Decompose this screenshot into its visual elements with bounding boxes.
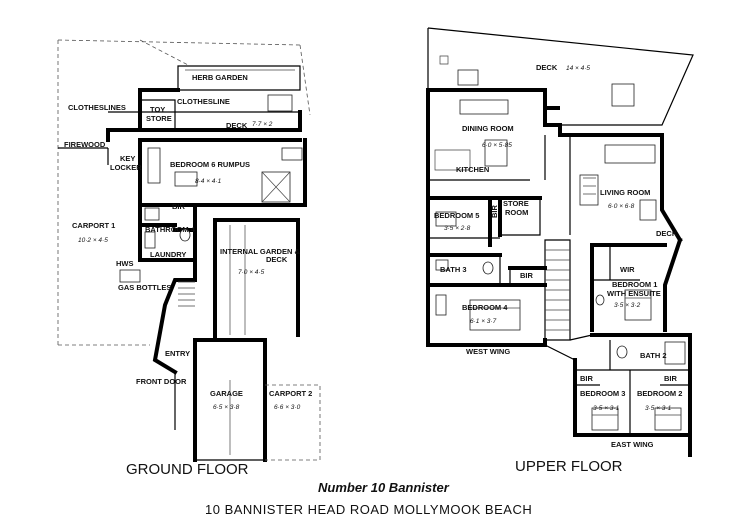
label-carport-1: CARPORT 1: [72, 221, 115, 230]
dim-deck: 7·7 × 2: [252, 121, 273, 128]
dim-bedroom-5: 3·5 × 2·8: [444, 225, 471, 232]
dim-living-room: 6·0 × 6·8: [608, 203, 635, 210]
label-bedroom-2: BEDROOM 2: [637, 389, 682, 398]
label-herb-garden: HERB GARDEN: [192, 73, 248, 82]
label-bir-mid: BIR: [520, 271, 534, 280]
dim-upper-deck: 14 × 4·5: [566, 65, 590, 72]
label-key: KEY: [120, 154, 135, 163]
label-front-door: FRONT DOOR: [136, 377, 187, 386]
label-bathroom-4: BATHROOM 4: [145, 225, 196, 234]
label-bedroom-4: BEDROOM 4: [462, 303, 508, 312]
ground-floor-plan: [57, 39, 321, 462]
label-kitchen: KITCHEN: [456, 165, 489, 174]
label-bath-3: BATH 3: [440, 265, 467, 274]
label-locker: LOCKER: [110, 163, 142, 172]
dim-carport-1: 10·2 × 4·5: [78, 237, 108, 244]
label-entry: ENTRY: [165, 349, 190, 358]
label-gas-bottles: GAS BOTTLES: [118, 283, 171, 292]
label-store: STORE: [146, 114, 172, 123]
label-with-ensuite: WITH ENSUITE: [607, 289, 661, 298]
label-bir: BIR: [172, 202, 186, 211]
label-bedroom-1: BEDROOM 1: [612, 280, 657, 289]
dim-internal-garden: 7·0 × 4·5: [238, 269, 265, 276]
label-bath-2: BATH 2: [640, 351, 667, 360]
label-dining-room: DINING ROOM: [462, 124, 514, 133]
label-bedroom-3: BEDROOM 3: [580, 389, 625, 398]
label-west-wing: WEST WING: [466, 347, 510, 356]
label-bir-vertical: BIR: [490, 205, 499, 219]
label-wir: WIR: [620, 265, 635, 274]
label-hws: HWS: [116, 259, 134, 268]
label-clotheslines: CLOTHESLINES: [68, 103, 126, 112]
label-bedroom-5: BEDROOM 5: [434, 211, 479, 220]
label-upper-deck: DECK: [536, 63, 558, 72]
label-bedroom-rumpus: BEDROOM 6 RUMPUS: [170, 160, 250, 169]
dim-dining-room: 6·0 × 5·85: [482, 142, 512, 149]
ground-floor-labels: HERB GARDEN CLOTHESLINES TOY STORE CLOTH…: [64, 73, 312, 411]
upper-floor-title: UPPER FLOOR: [515, 458, 623, 475]
upper-floor-plan: [426, 27, 694, 457]
label-toy: TOY: [150, 105, 165, 114]
label-living-room: LIVING ROOM: [600, 188, 650, 197]
label-internal-garden: INTERNAL GARDEN &: [220, 247, 300, 256]
ground-floor-title: GROUND FLOOR: [126, 461, 249, 478]
label-side-deck: DECK: [656, 229, 678, 238]
label-internal-garden-deck: DECK: [266, 255, 288, 264]
label-store: STORE: [503, 199, 529, 208]
label-clothesline: CLOTHESLINE: [177, 97, 230, 106]
label-carport-2: CARPORT 2: [269, 389, 312, 398]
label-garage: GARAGE: [210, 389, 243, 398]
label-firewood: FIREWOOD: [64, 140, 106, 149]
dim-carport-2: 6·6 × 3·0: [274, 404, 301, 411]
label-deck: DECK: [226, 121, 248, 130]
dim-bedroom-rumpus: 8·4 × 4·1: [195, 178, 222, 185]
address: 10 BANNISTER HEAD ROAD MOLLYMOOK BEACH: [205, 502, 532, 517]
dim-garage: 6·5 × 3·8: [213, 404, 240, 411]
label-bir-right: BIR: [664, 374, 678, 383]
label-east-wing: EAST WING: [611, 440, 654, 449]
dim-bedroom-3: 3·5 × 3·1: [593, 405, 620, 412]
upper-floor-labels: DECK 14 × 4·5 DINING ROOM 6·0 × 5·85 KIT…: [434, 63, 682, 449]
caption: Number 10 Bannister: [318, 480, 450, 495]
dim-bedroom-2: 3·5 × 3·1: [645, 405, 672, 412]
label-store-room: ROOM: [505, 208, 528, 217]
label-bir-left: BIR: [580, 374, 594, 383]
dim-bedroom-1: 3·5 × 3·2: [614, 302, 641, 309]
dim-bedroom-4: 6·1 × 3·7: [470, 318, 497, 325]
label-laundry: LAUNDRY: [150, 250, 186, 259]
